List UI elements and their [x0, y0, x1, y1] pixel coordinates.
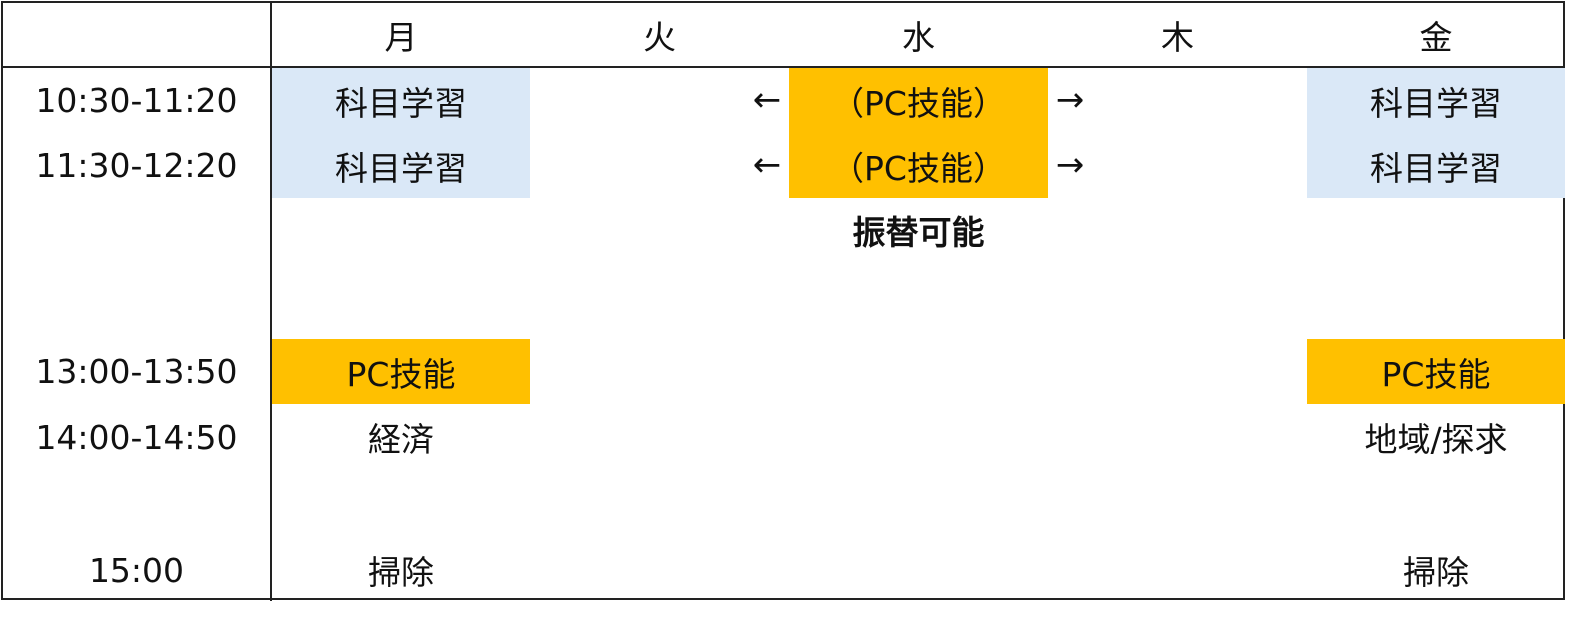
day-header-wed: 水: [902, 17, 935, 57]
header-divider: [1, 66, 1565, 68]
time-slot-2: 11:30-12:20: [35, 146, 238, 185]
mon-period-2: 科目学習: [272, 133, 530, 198]
mon-period-4: 経済: [368, 420, 434, 459]
arrow-right-icon: →: [1055, 145, 1085, 185]
arrow-left-icon: ←: [752, 145, 782, 185]
time-slot-1: 10:30-11:20: [35, 81, 238, 120]
day-header-thu: 木: [1161, 17, 1194, 57]
wed-period-2: （PC技能）: [789, 133, 1048, 198]
mon-cleaning: 掃除: [368, 553, 434, 592]
arrow-left-icon: ←: [752, 80, 782, 120]
wed-period-1: （PC技能）: [789, 68, 1048, 133]
fri-cleaning: 掃除: [1403, 553, 1469, 592]
mon-period-1: 科目学習: [272, 68, 530, 133]
fri-period-2: 科目学習: [1307, 133, 1565, 198]
fri-period-1: 科目学習: [1307, 68, 1565, 133]
time-slot-5: 15:00: [88, 550, 185, 590]
day-header-fri: 金: [1419, 17, 1453, 57]
reschedule-note: 振替可能: [852, 213, 985, 252]
timetable-frame: [1, 1, 1565, 600]
day-header-tue: 火: [643, 17, 676, 57]
time-column-divider: [270, 1, 272, 601]
fri-period-3: PC技能: [1307, 339, 1565, 404]
mon-period-3: PC技能: [272, 339, 530, 404]
day-header-mon: 月: [384, 17, 418, 57]
time-slot-4: 14:00-14:50: [35, 417, 238, 457]
time-slot-3: 13:00-13:50: [35, 352, 238, 391]
arrow-right-icon: →: [1055, 80, 1085, 120]
fri-period-4: 地域/探求: [1364, 420, 1508, 459]
